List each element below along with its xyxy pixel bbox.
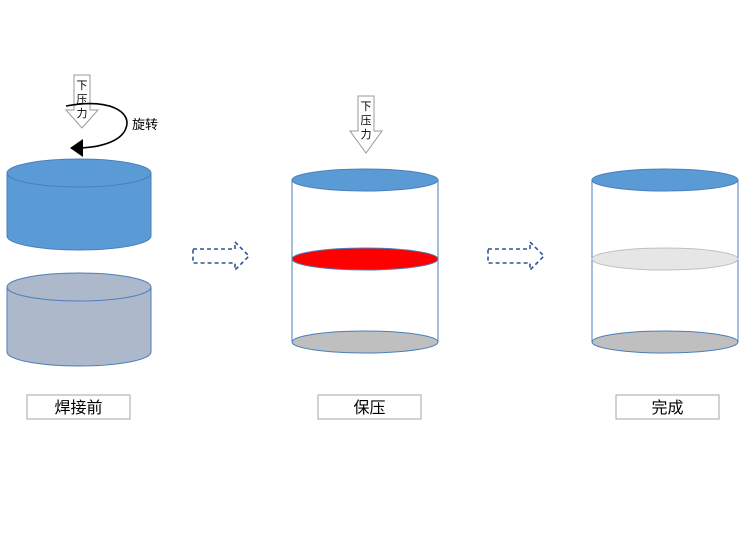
- label-box: [615, 394, 720, 420]
- lower-cylinder-top: [6, 272, 152, 302]
- force-arrow-char-3: 力: [361, 128, 372, 141]
- label-box: [26, 394, 131, 420]
- stage-label-done: 完成: [651, 398, 683, 417]
- force-arrow-stage1: 下 压 力: [64, 74, 100, 129]
- stage-hold: 下 压 力 保压: [291, 95, 439, 420]
- dashed-arrow-1: [192, 240, 251, 272]
- stage-label-hold: 保压: [353, 398, 385, 417]
- force-arrow-char-3: 力: [77, 107, 88, 120]
- dashed-arrow-right-icon: [192, 240, 251, 272]
- weld-interface-hot: [291, 247, 439, 271]
- force-arrow-char-1: 下: [77, 79, 88, 92]
- stage-label-box-before: 焊接前: [26, 394, 131, 420]
- cylinder-top: [591, 168, 739, 192]
- force-arrow-char-2: 压: [361, 114, 372, 127]
- dashed-arrow-right-icon: [487, 240, 546, 272]
- lower-cylinder-body: [6, 286, 152, 367]
- force-arrow-stage2: 下 压 力: [349, 95, 383, 154]
- force-arrow-shape: [64, 74, 100, 129]
- rotation-arrowhead-icon: [70, 139, 83, 157]
- stage-before: 下 压 力 旋转 焊接前: [6, 74, 158, 420]
- stage-label-box-hold: 保压: [317, 394, 422, 420]
- rotation-arrow: 旋转: [65, 102, 158, 157]
- dashed-arrow-2: [487, 240, 546, 272]
- label-box: [317, 394, 422, 420]
- upper-cylinder-top: [6, 158, 152, 188]
- upper-cylinder-body: [6, 172, 152, 251]
- rotation-label: 旋转: [132, 118, 158, 133]
- cylinder-base: [291, 330, 439, 354]
- lower-cylinder: [6, 272, 152, 367]
- upper-cylinder: [6, 158, 152, 251]
- force-arrow-shape: [349, 95, 383, 154]
- cylinder-base: [591, 330, 739, 354]
- stage-label-before: 焊接前: [54, 398, 102, 417]
- cylinder-top: [291, 168, 439, 192]
- force-arrow-char-1: 下: [361, 100, 372, 113]
- force-arrow-char-2: 压: [77, 93, 88, 106]
- weld-interface-done: [591, 247, 739, 271]
- rotation-arc: [65, 102, 128, 149]
- stage-done: 完成: [591, 168, 739, 420]
- stage-label-box-done: 完成: [615, 394, 720, 420]
